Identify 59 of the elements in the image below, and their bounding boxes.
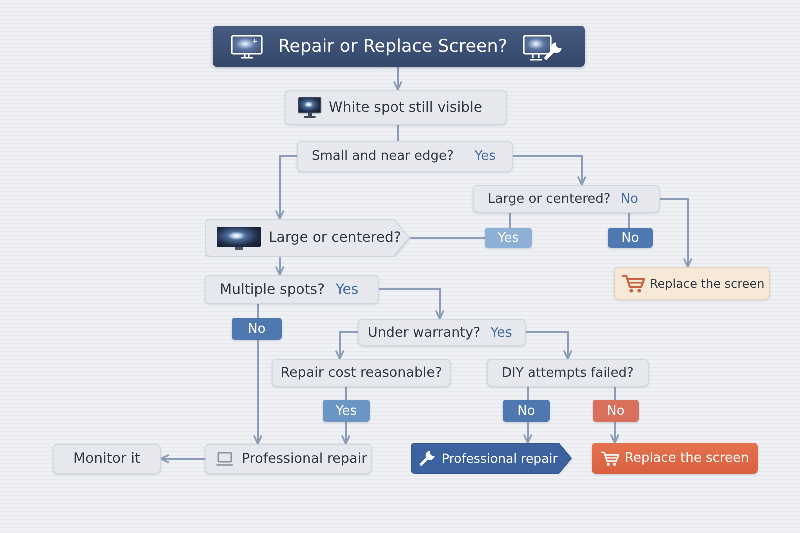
answer-text: Yes [490, 324, 512, 340]
arrow [610, 422, 620, 444]
question-text: Multiple spots? [220, 282, 326, 298]
arrow [254, 340, 262, 445]
decision-box [487, 359, 649, 387]
arrow [160, 454, 205, 464]
question-text: DIY attempts failed? [502, 366, 634, 380]
outcome-box [205, 444, 372, 474]
decision-box [272, 359, 451, 387]
outcome-box [614, 267, 770, 300]
header-box [213, 26, 585, 67]
connector-line [628, 213, 630, 228]
outcome-box [53, 444, 161, 474]
arrow [276, 257, 284, 276]
arrow [342, 422, 350, 445]
outcome-box [592, 443, 758, 474]
connector-line [410, 237, 485, 239]
question-text: Large or centered? [269, 230, 402, 246]
answer-badge: No [608, 228, 653, 248]
arrow [524, 422, 532, 444]
outcome-text: Professional repair [442, 451, 558, 466]
decision-tag [205, 219, 410, 257]
connector-line [257, 304, 259, 318]
answer-badge: Yes [485, 228, 532, 248]
arrow [276, 156, 297, 220]
answer-badge: No [503, 400, 550, 422]
decision-box [205, 275, 379, 304]
title-text: Repair or Replace Screen? [278, 36, 508, 56]
outcome-tag [411, 443, 572, 474]
arrow [394, 67, 402, 91]
decision-box [358, 319, 526, 346]
connector-line [345, 387, 347, 400]
question-text: Large or centered? [488, 192, 611, 206]
arrow [660, 198, 692, 268]
outcome-text: Monitor it [73, 451, 141, 467]
answer-badge: No [593, 400, 639, 422]
answer-badge: No [232, 318, 282, 340]
connector-line [397, 125, 399, 141]
outcome-text: Replace the screen [650, 276, 765, 290]
answer-badge: Yes [323, 400, 370, 422]
arrow [336, 332, 358, 360]
question-text: Small and near edge? [312, 149, 454, 164]
decision-box [473, 185, 660, 213]
question-text: Repair cost reasonable? [280, 365, 442, 381]
step-text: White spot still visible [329, 100, 482, 116]
answer-text: Yes [474, 149, 496, 164]
question-text: Under warranty? [368, 324, 481, 340]
answer-text: No [620, 192, 639, 206]
arrow [526, 332, 572, 360]
connector-line [614, 387, 616, 400]
outcome-text: Replace the screen [625, 451, 750, 466]
connector-line [509, 213, 511, 228]
decision-box [297, 141, 513, 172]
arrow [379, 288, 444, 320]
step-box [285, 90, 507, 125]
outcome-text: Professional repair [242, 451, 368, 467]
arrow [513, 156, 586, 186]
answer-text: Yes [336, 282, 359, 298]
connector-line [527, 387, 529, 400]
